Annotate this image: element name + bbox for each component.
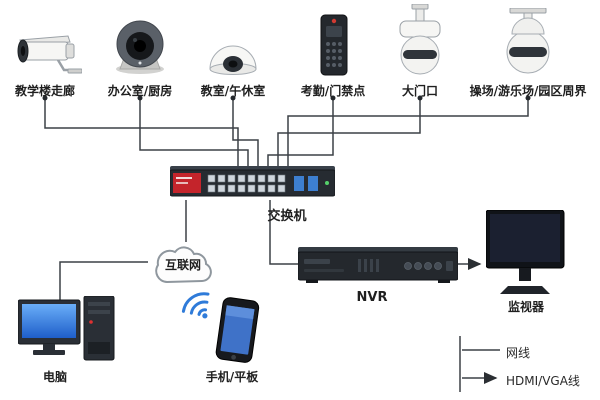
- wifi-signal-icon: [169, 277, 227, 336]
- ptz-dome-camera-icon: [395, 3, 445, 82]
- turret-camera-icon: [108, 18, 172, 80]
- legend-hdmi-cable-label: HDMI/VGA线: [506, 374, 580, 388]
- nvr-label: NVR: [356, 290, 388, 305]
- pc-screen: [22, 304, 76, 338]
- cloud-icon: [142, 238, 222, 292]
- access-control-icon: [318, 14, 350, 80]
- legend-network-cable-label: 网线: [506, 346, 531, 360]
- keypad-buttons: [326, 42, 342, 67]
- wire-turret-to-switch: [139, 98, 249, 170]
- nvr-vents: [358, 259, 379, 272]
- camera-lens: [403, 50, 437, 59]
- wire-access-to-switch: [267, 98, 334, 170]
- camera-label-office: 办公室/厨房: [107, 84, 173, 98]
- wire-dome-to-switch: [232, 98, 259, 170]
- bullet-camera-icon: [10, 24, 83, 82]
- internet-label: 互联网: [164, 258, 202, 272]
- pc-label: 电脑: [42, 370, 68, 384]
- nvr-recorder-icon: [297, 242, 459, 290]
- speed-dome-camera-icon: [500, 7, 556, 82]
- camera-label-perimeter: 操场/游乐场/园区周界: [469, 84, 587, 98]
- monitor-label: 监视器: [507, 300, 545, 314]
- led-indicator: [331, 18, 337, 24]
- wire-speeddome-to-switch: [287, 98, 529, 170]
- camera-label-classroom: 教室/午休室: [200, 84, 266, 98]
- mini-dome-camera-icon: [205, 40, 261, 82]
- camera-lens: [509, 47, 547, 57]
- monitor-icon: [485, 209, 566, 302]
- mobile-label: 手机/平板: [205, 370, 259, 384]
- smartphone-icon: [207, 295, 266, 371]
- nvr-buttons: [404, 262, 442, 270]
- camera-label-corridor: 教学楼走廊: [14, 84, 76, 98]
- wire-junction-dots: [42, 95, 531, 101]
- wire-switch-to-nvr: [269, 200, 298, 265]
- camera-label-gate: 大门口: [401, 84, 439, 98]
- network-switch-icon: [169, 162, 336, 206]
- keypad-screen: [326, 26, 342, 37]
- monitor-screen: [490, 214, 560, 262]
- wire-cloud-to-pc: [59, 261, 148, 300]
- switch-uplink-ports: [294, 176, 318, 191]
- wire-bullet-to-switch: [44, 98, 239, 170]
- desktop-pc-icon: [17, 295, 118, 370]
- camera-label-access: 考勤/门禁点: [300, 84, 366, 98]
- switch-label: 交换机: [267, 209, 307, 224]
- wire-ptz-to-switch: [277, 98, 421, 170]
- switch-ports: [207, 174, 286, 193]
